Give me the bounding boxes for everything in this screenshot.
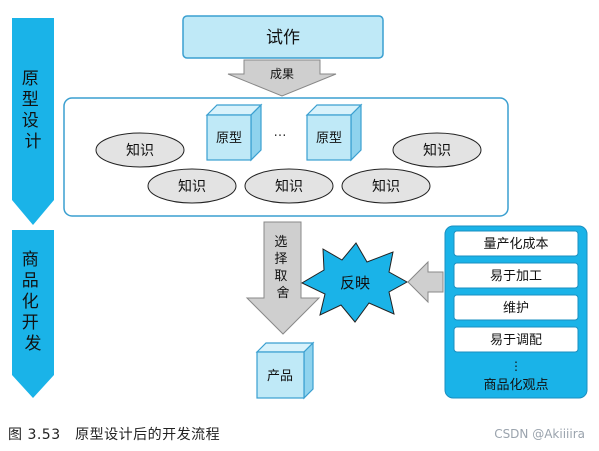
result-arrow	[227, 59, 337, 97]
prototype-cube: 原型	[305, 103, 363, 162]
svg-text:知识: 知识	[275, 178, 303, 195]
svg-text:原型: 原型	[216, 131, 242, 146]
svg-text:维护: 维护	[503, 301, 529, 316]
svg-text:知识: 知识	[126, 142, 154, 159]
knowledge-ellipse: 知识	[341, 168, 431, 204]
knowledge-ellipse: 知识	[147, 168, 237, 204]
figure-caption: 图 3.53 原型设计后的开发流程	[8, 427, 221, 443]
knowledge-ellipse: 知识	[95, 132, 185, 168]
svg-text:量产化成本: 量产化成本	[483, 237, 548, 252]
svg-text:知识: 知识	[372, 178, 400, 195]
knowledge-ellipse: 知识	[392, 132, 482, 168]
result-label: 成果	[270, 67, 294, 81]
svg-text:原型: 原型	[316, 131, 342, 146]
svg-text:易于加工: 易于加工	[490, 269, 542, 284]
reflect-burst	[300, 242, 409, 323]
phase-label-product-development: 商 品 化 开 发	[22, 250, 44, 354]
svg-text:知识: 知识	[423, 142, 451, 159]
viewpoints-more: ⋮	[510, 359, 522, 373]
viewpoint-item: 易于加工	[453, 262, 579, 289]
reflect-label: 反映	[340, 274, 370, 292]
watermark: CSDN @Akiiiira	[494, 427, 585, 441]
select-arrow	[245, 221, 321, 335]
knowledge-ellipse: 知识	[244, 168, 334, 204]
ellipsis-label: …	[274, 125, 287, 140]
viewpoint-item: 维护	[453, 294, 579, 321]
prototype-design-phase-arrow	[12, 18, 54, 225]
viewpoints-title: 商品化观点	[483, 378, 548, 393]
svg-text:产品: 产品	[267, 369, 293, 384]
svg-text:易于调配: 易于调配	[490, 333, 542, 348]
trial-box	[182, 15, 384, 59]
phase-label-prototype-design: 原 型 设 计	[22, 69, 44, 152]
prototype-cube: 原型	[205, 103, 263, 162]
viewpoint-arrow	[407, 260, 444, 304]
trial-label: 试作	[266, 28, 300, 48]
viewpoint-item: 易于调配	[453, 326, 579, 353]
svg-text:知识: 知识	[178, 178, 206, 195]
select-label: 选 择 取 舍	[274, 235, 291, 301]
product-cube: 产品	[255, 341, 315, 400]
viewpoint-item: 量产化成本	[453, 230, 579, 257]
product-development-phase-arrow	[12, 230, 54, 398]
